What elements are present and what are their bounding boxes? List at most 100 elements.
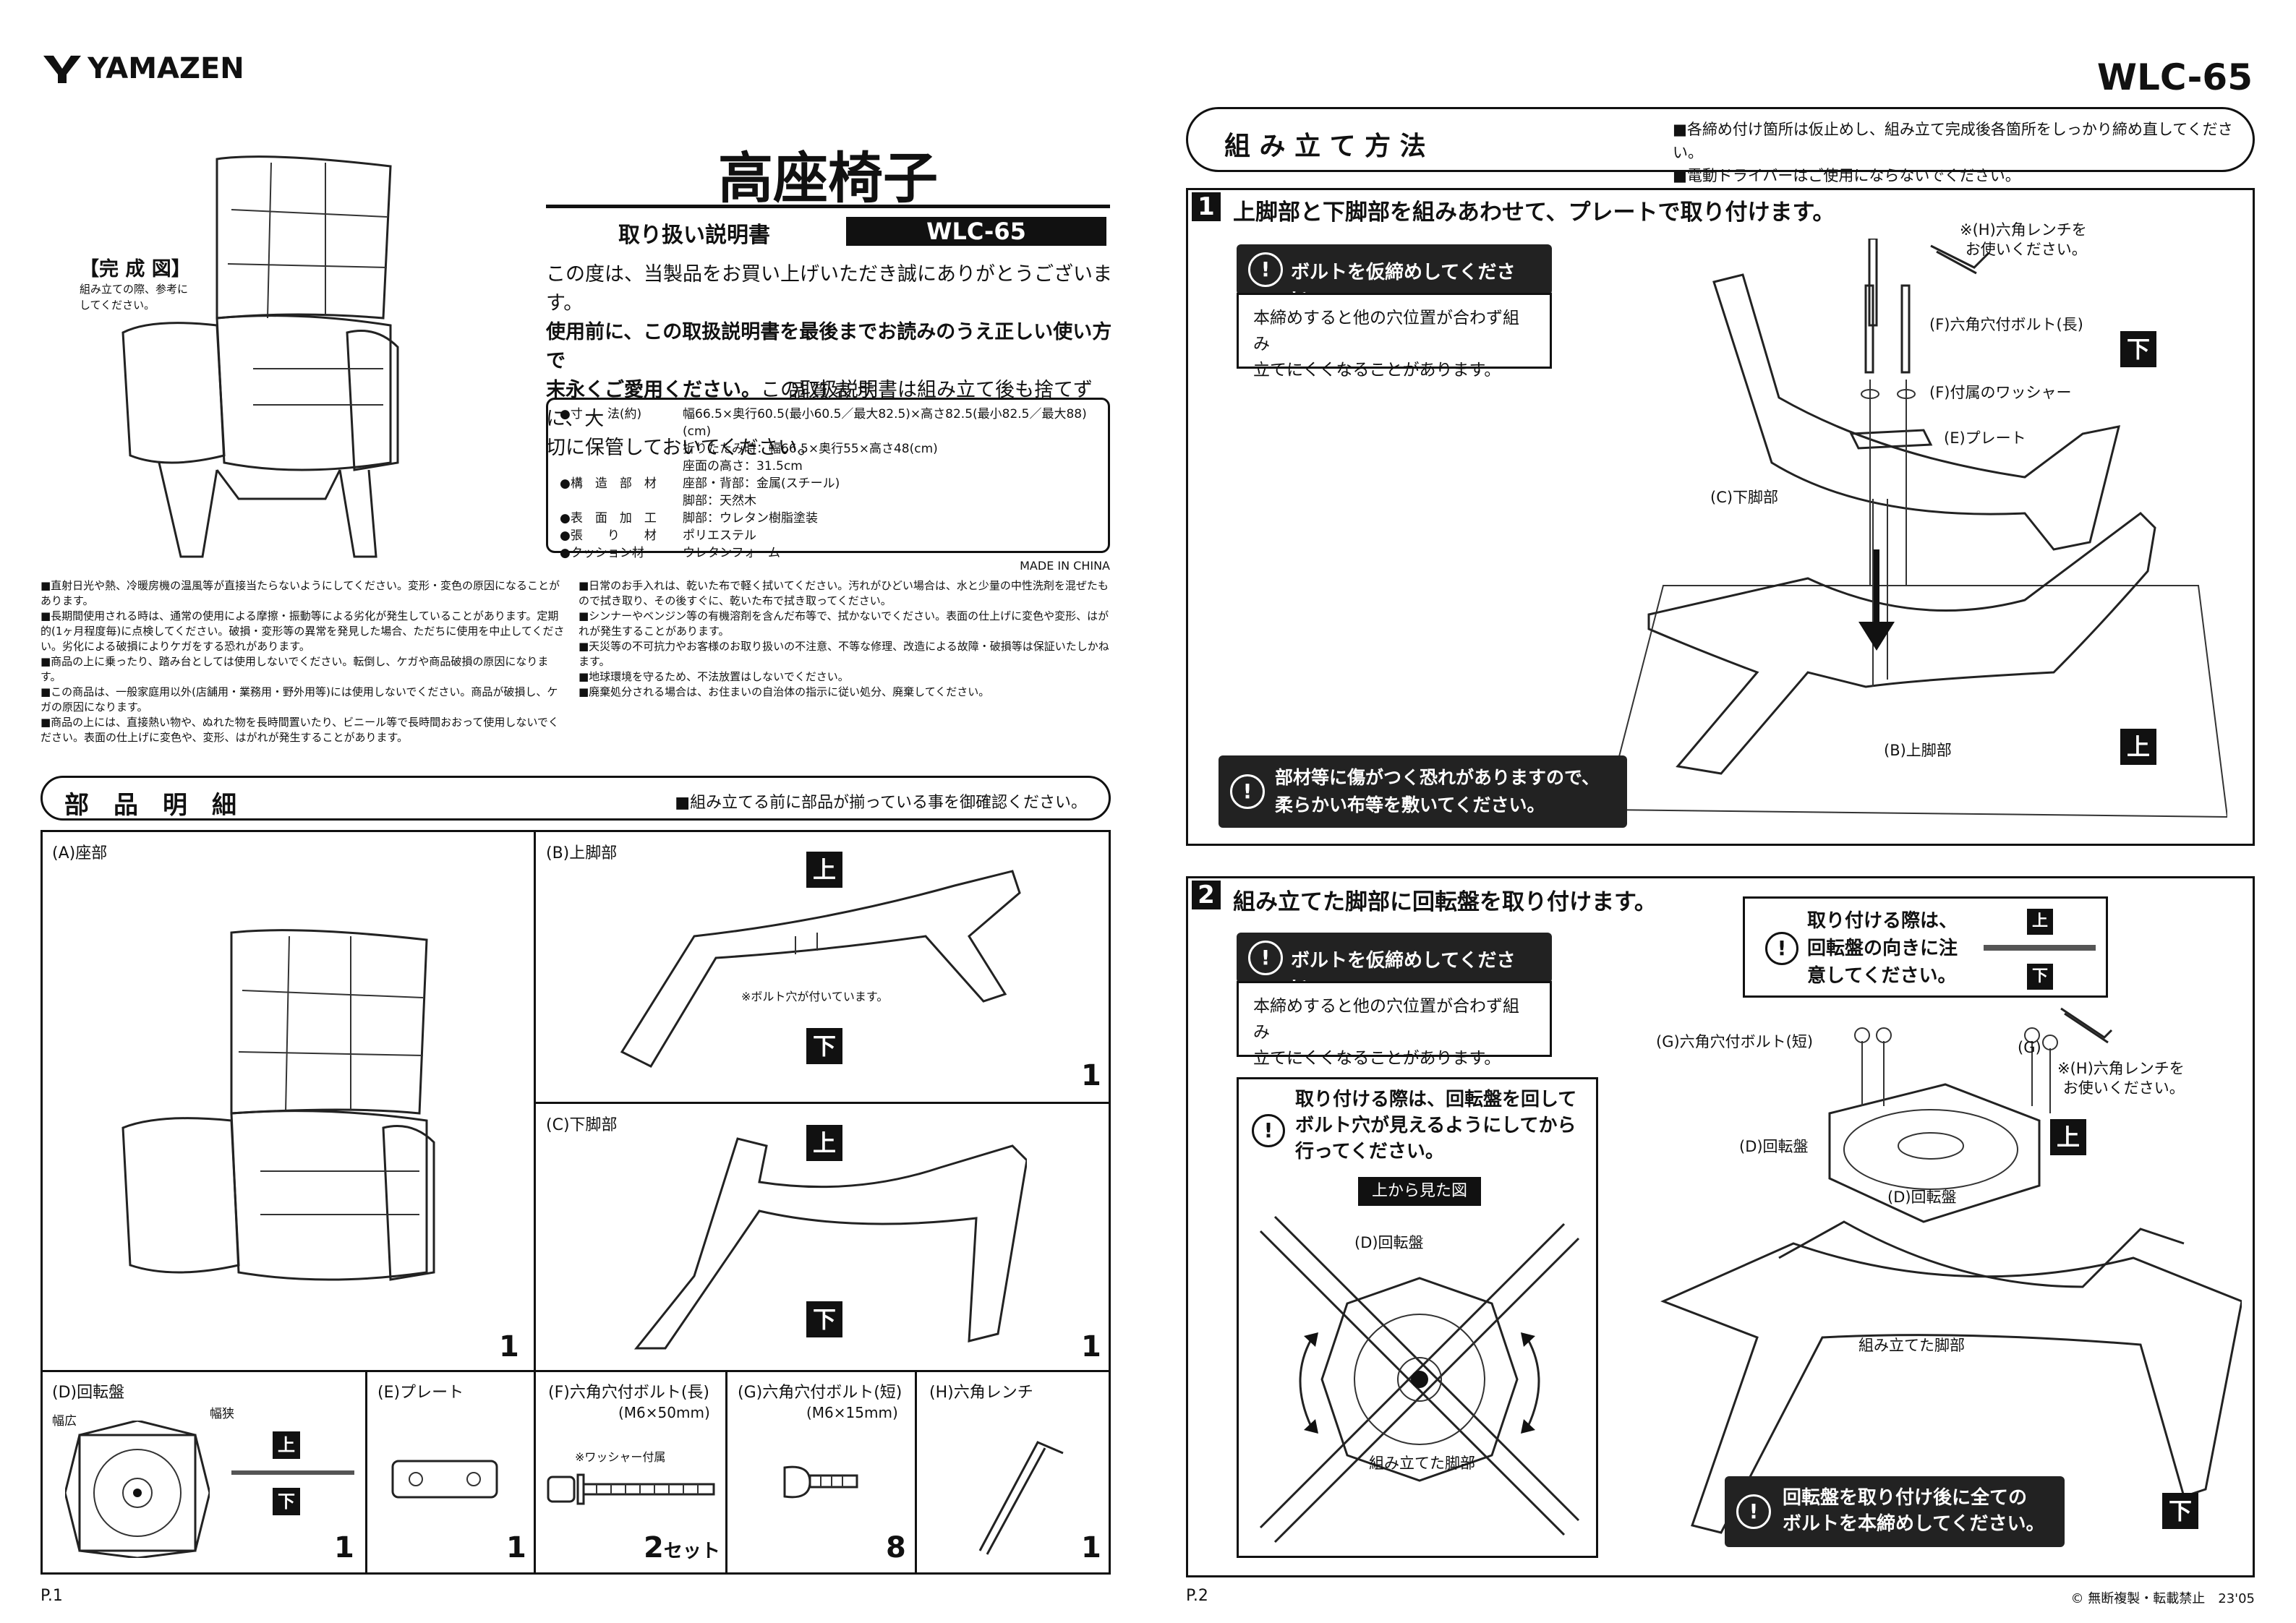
care-note: ■地球環境を守るため、不法放置はしないでください。 [579,670,849,683]
exclamation-icon: ! [1252,1114,1285,1147]
part-f-label: (F)六角穴付ボルト(長) [548,1384,709,1402]
yamazen-logo-icon [43,56,81,83]
step2-legs-label: 組み立てた脚部 [1858,1337,1965,1354]
step2-turntable-label-1: (D)回転盤 [1739,1138,1809,1155]
part-d-wide: 幅広 [52,1414,77,1429]
step2-panel [1186,876,2255,1577]
intro-line-2: 使用前に、この取扱説明書を最後までお読みのうえ正しい使い方で [546,321,1112,372]
step2-topview-turntable-label: (D)回転盤 [1354,1234,1424,1251]
quality-row: ●張 り 材ポリエステル [560,527,1096,544]
parts-header: 部 品 明 細 ■組み立てる前に部品が揃っている事を御確認ください。 [40,776,1111,821]
part-f-qty: 2セット [644,1531,720,1564]
step1-assembly-illustration [1604,239,2227,818]
finished-label: 【完 成 図】 [80,258,191,281]
quality-row-label [560,440,683,458]
step2-orient-up-badge: 上 [2027,909,2053,935]
part-e-qty: 1 [506,1531,526,1564]
step1-caution-line-1: 本締めすると他の穴位置が合わず組み [1253,309,1519,354]
part-b-qty: 1 [1081,1059,1101,1092]
step2-caution-body: 本締めすると他の穴位置が合わず組み 立てにくくなることがあります。 [1237,981,1552,1068]
part-b-up-badge: 上 [806,852,842,888]
step2-final-line-2: ボルトを本締めしてください。 [1783,1513,2045,1535]
exclamation-icon: ! [1248,252,1283,287]
care-note: ■長期間使用される時は、通常の使用による摩擦・振動等による劣化が発生していること… [40,609,565,653]
divider [365,1370,367,1575]
plate-illustration [391,1460,498,1499]
part-c-down-badge: 下 [806,1301,842,1337]
step1-up-badge: 上 [2120,729,2156,765]
part-c-label: (C)下脚部 [546,1116,618,1134]
part-a-qty: 1 [499,1330,519,1363]
quality-row-value: 脚部：ウレタン樹脂塗装 [683,511,818,526]
brand-logo: YAMAZEN [40,52,244,88]
step1-lower-label: (C)下脚部 [1710,489,1779,506]
divider [534,1102,1111,1104]
exclamation-icon: ! [1736,1494,1771,1529]
divider [40,1370,1111,1372]
quality-row-label: ●表 面 加 工 [560,511,657,526]
part-g-size: (M6×15mm) [806,1404,898,1421]
upper-leg-illustration [620,870,1021,1068]
quality-row: 折りたたみ時：幅66.5×奥行55×高さ48(cm) [560,440,1096,458]
turntable-side-bar [1984,945,2096,951]
turntable-illustration [65,1421,210,1558]
part-b-label: (B)上脚部 [546,844,618,862]
step1-panel [1186,188,2255,846]
part-d-label: (D)回転盤 [52,1384,125,1402]
quality-row-value: 座部・背部：金属(スチール) [683,476,840,491]
step2-orient-line-1: 取り付ける際は、 [1807,910,1958,932]
part-c-qty: 1 [1081,1330,1101,1363]
step1-wrench-note-2: お使いください。 [1965,241,2087,258]
step1-bolt-label: (F)六角穴付ボルト(長) [1929,316,2083,333]
part-d-down-badge: 下 [273,1488,300,1515]
quality-row-label: ●張 り 材 [560,528,657,543]
quality-row-value: 脚部：天然木 [683,494,756,508]
step2-wrench-note-1: ※(H)六角レンチを [2057,1060,2185,1077]
step1-title: 上脚部と下脚部を組みあわせて、プレートで取り付けます。 [1233,200,1835,226]
quality-row-value: ウレタンフォーム [683,546,780,560]
step2-caution-title: ボルトを仮締めしてください。 [1291,950,1516,998]
divider [725,1370,727,1575]
step2-orient-down-badge: 下 [2027,964,2053,990]
header-model: WLC-65 [2096,56,2253,98]
care-note: ■この商品は、一般家庭用以外(店舗用・業務用・野外用等)には使用しないでください… [40,685,558,714]
exclamation-icon: ! [1248,941,1283,975]
model-badge: WLC-65 [846,217,1106,246]
short-bolt-icon [783,1465,858,1499]
intro-text: この度は、当製品をお買い上げいただき誠にありがとうございます。 使用前に、この取… [546,260,1117,463]
exclamation-icon: ! [1765,932,1798,965]
quality-row-value: 幅66.5×奥行60.5(最小60.5／最大82.5)×高さ82.5(最小82.… [683,407,1087,439]
quality-row-label: ●寸 法(約) [560,407,642,421]
step1-upper-label: (B)上脚部 [1884,742,1952,759]
step1-wrench-note-1: ※(H)六角レンチを [1960,221,2087,239]
part-e-label: (E)プレート [377,1384,464,1402]
parts-note: ■組み立てる前に部品が揃っている事を御確認ください。 [675,794,1087,812]
quality-box: ●寸 法(約) 幅66.5×奥行60.5(最小60.5／最大82.5)×高さ82.… [546,398,1110,560]
step2-up-badge: 上 [2050,1119,2086,1155]
intro-line-4: 切に保管しておいてください。 [546,437,817,459]
quality-row-label [560,492,683,510]
part-f-washer: ※ワッシャー付属 [575,1450,666,1464]
step2-number: 2 [1192,881,1221,909]
part-b-down-badge: 下 [806,1028,842,1064]
intro-line-3b: この取扱説明書は組み立て後も捨てずに、大 [546,379,1093,430]
step2-rotate-line-1: 取り付ける際は、回転盤を回して [1295,1089,1577,1110]
assembly-title: 組 み 立 て 方 法 [1224,132,1426,161]
part-d-up-badge: 上 [273,1431,300,1459]
step1-plate-label: (E)プレート [1944,429,2026,447]
brand-name: YAMAZEN [88,52,244,85]
quality-row: ●構 造 部 材座部・背部：金属(スチール) [560,475,1096,492]
quality-row-value: 座面の高さ：31.5cm [683,459,803,474]
part-g-label: (G)六角穴付ボルト(短) [738,1384,902,1402]
step1-wrench-note: ※(H)六角レンチを お使いください。 [1960,220,2087,260]
top-view-illustration [1259,1215,1580,1543]
step2-turntable-label-2: (D)回転盤 [1887,1189,1957,1206]
assembly-note-2: ■電動ドライバーはご使用にならないでください。 [1673,167,2020,184]
step2-down-badge: 下 [2162,1493,2198,1529]
notes-left: ■直射日光や熱、冷暖房機の温風等が直接当たらないようにしてください。変形・変色の… [40,578,568,745]
step2-rotate-line-3: 行ってください。 [1295,1141,1444,1162]
step2-g-label: (G)六角穴付ボルト(短) [1656,1033,1814,1050]
step2-caution-line-1: 本締めすると他の穴位置が合わず組み [1253,997,1519,1042]
part-f-size: (M6×50mm) [618,1404,710,1421]
assembly-notes: ■各締め付け箇所は仮止めし、組み立て完成後各箇所をしっかり締め直してください。 … [1673,118,2253,187]
